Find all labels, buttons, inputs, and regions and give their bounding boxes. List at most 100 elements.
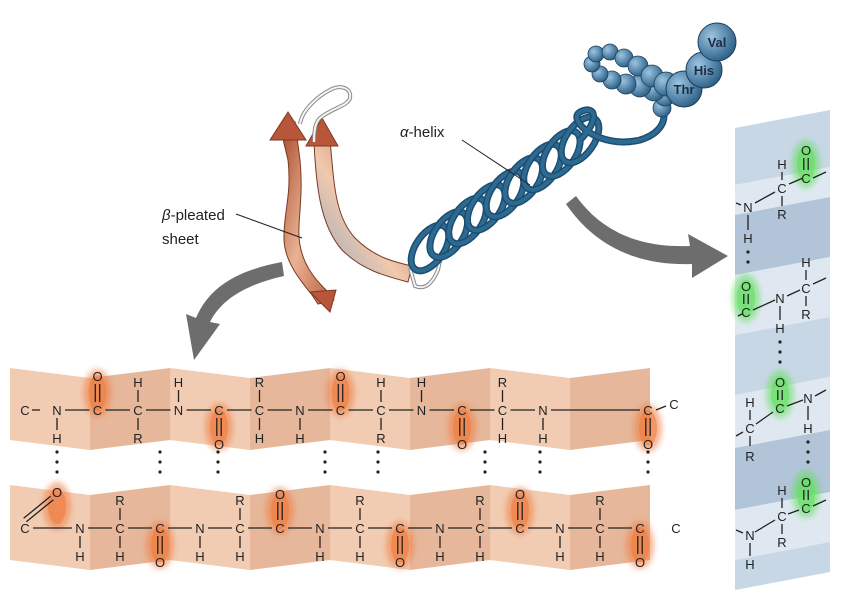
atom-n: N <box>435 521 444 536</box>
atom-h: H <box>777 157 786 172</box>
amino-acid-bead-chain <box>583 43 679 118</box>
carbonyl-glow-core <box>639 410 657 446</box>
atom-o: O <box>395 555 405 570</box>
hydrogen-bond-dot <box>746 260 750 264</box>
atom-c: C <box>745 421 754 436</box>
atom-o: O <box>741 279 751 294</box>
hydrogen-bond-dot <box>483 450 487 454</box>
atom-r: R <box>745 449 754 464</box>
bond <box>752 299 776 311</box>
atom-h: H <box>775 321 784 336</box>
atom-o: O <box>801 143 811 158</box>
residue-ball-val <box>697 22 737 62</box>
atom-c: C <box>235 521 244 536</box>
hydrogen-bond-dot <box>216 470 220 474</box>
carbonyl-glow-green-core <box>771 376 789 412</box>
zoom-arrows <box>186 196 728 360</box>
atom-h: H <box>295 431 304 446</box>
hydrogen-bond-dot <box>55 450 59 454</box>
carbonyl-glow-core <box>391 527 409 563</box>
bond <box>735 202 742 206</box>
atom-c: C <box>741 305 750 320</box>
double-bond <box>25 499 54 523</box>
bond <box>814 389 827 397</box>
structure-labels: α-helix β-pleated sheet <box>161 124 531 248</box>
atom-n: N <box>315 521 324 536</box>
atom-n: N <box>174 403 183 418</box>
bond <box>787 509 800 515</box>
ribbon-arrowhead-bottom <box>308 289 337 313</box>
bond <box>737 313 743 317</box>
atom-r: R <box>801 307 810 322</box>
bond <box>812 499 827 507</box>
backbone-bands <box>10 110 830 590</box>
atom-h: H <box>75 549 84 564</box>
atom-h: H <box>555 549 564 564</box>
hydrogen-bond-dot <box>55 460 59 464</box>
carbonyl-glow-core <box>331 375 350 411</box>
carbonyl-glow-core <box>48 488 66 524</box>
atom-o: O <box>643 437 653 452</box>
bond <box>788 177 804 185</box>
hydrogen-bond-dot <box>483 460 487 464</box>
hydrogen-bond-dot <box>158 460 162 464</box>
atom-o: O <box>775 375 785 390</box>
hydrogen-bond-dot <box>538 460 542 464</box>
helix-band-segment <box>735 542 830 590</box>
ribbon-arrowhead-right <box>305 116 339 147</box>
atom-n: N <box>743 200 752 215</box>
atom-o: O <box>275 487 285 502</box>
helix-tail-highlight <box>574 107 666 144</box>
atom-n: N <box>555 521 564 536</box>
atom-c: C <box>155 521 164 536</box>
atom-c: C <box>671 521 680 536</box>
bond <box>754 191 776 204</box>
atom-o: O <box>214 437 224 452</box>
atom-h: H <box>777 483 786 498</box>
atom-c: C <box>475 521 484 536</box>
atom-n: N <box>52 403 61 418</box>
atom-n: N <box>803 391 812 406</box>
sheet-band-segment <box>570 368 650 450</box>
atom-r: R <box>498 375 507 390</box>
atom-r: R <box>475 493 484 508</box>
atom-c: C <box>93 403 102 418</box>
atom-h: H <box>595 549 604 564</box>
hydrogen-bond-dot <box>778 350 782 354</box>
atom-c: C <box>115 521 124 536</box>
atom-h: H <box>435 549 444 564</box>
beta-sheet-label-line2: sheet <box>162 231 200 248</box>
atom-o: O <box>155 555 165 570</box>
atom-o: O <box>515 487 525 502</box>
zoom-arrow-to-sheet <box>186 262 284 360</box>
atom-h: H <box>376 375 385 390</box>
residue-thr: Thr <box>674 82 695 97</box>
sheet-band-segment <box>250 368 330 450</box>
atom-h: H <box>315 549 324 564</box>
atom-c: C <box>777 509 786 524</box>
atom-n: N <box>195 521 204 536</box>
hydrogen-bond-dot <box>806 440 810 444</box>
atom-c: C <box>635 521 644 536</box>
atom-c: C <box>355 521 364 536</box>
hydrogen-bond-dot <box>778 360 782 364</box>
atom-h: H <box>801 255 810 270</box>
bond <box>735 529 744 534</box>
helix-band-segment <box>735 197 830 275</box>
atom-o: O <box>457 437 467 452</box>
zoom-arrow-to-helix <box>566 196 728 278</box>
ribbon-arrowhead-top <box>269 111 307 141</box>
hydrogen-bond-dot <box>806 460 810 464</box>
atom-c: C <box>801 501 810 516</box>
residue-his: His <box>694 63 714 78</box>
alpha-helix-leader <box>461 139 531 186</box>
hydrogen-bond-dot <box>806 450 810 454</box>
atom-h: H <box>235 549 244 564</box>
atom-c: C <box>777 181 786 196</box>
atom-o: O <box>635 555 645 570</box>
hydrogen-bond-dot <box>216 450 220 454</box>
atom-c: C <box>214 403 223 418</box>
atom-c: C <box>133 403 142 418</box>
carbonyl-glows <box>43 140 820 569</box>
